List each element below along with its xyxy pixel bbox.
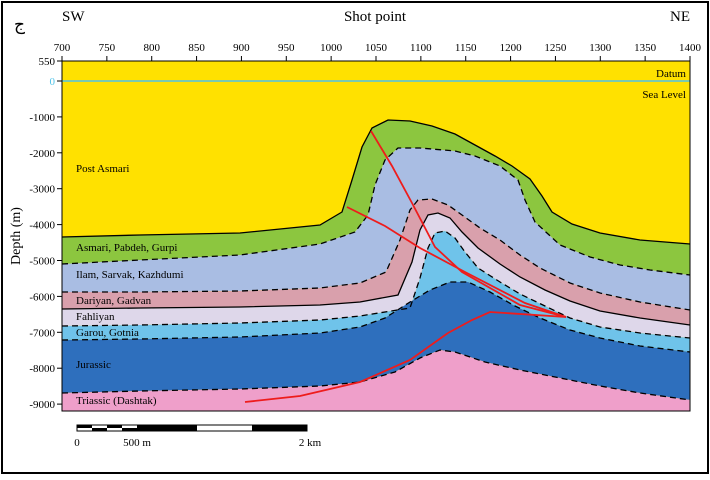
panel-label: ج [14,15,25,35]
fault-backthrust-upper [447,311,567,334]
scale-bar-mid: 500 m [123,437,151,449]
formation-label-ilam: Ilam, Sarvak, Kazhdumi [76,269,184,281]
left-tick-label: -7000 [29,327,55,339]
left-tick-marks [57,60,62,405]
layer-dariyan-band [62,199,690,325]
top-tick-label: 1200 [500,42,523,54]
scale-bar-end: 2 km [299,437,322,449]
scale-bar-seg [107,425,122,428]
scale-bar-seg [137,425,197,431]
formation-label-dariyan: Dariyan, Gadvan [76,295,152,307]
top-tick-label: 1350 [634,42,657,54]
top-tick-label: 1300 [589,42,612,54]
top-tick-label: 950 [278,42,295,54]
top-tick-label: 1100 [410,42,432,54]
sea-level-label: Sea Level [642,89,686,101]
left-tick-label: -6000 [29,291,55,303]
left-tick-label: 550 [39,56,56,68]
left-tick-label: -9000 [29,399,55,411]
left-tick-label: -3000 [29,184,55,196]
left-tick-label: 0 [50,76,56,88]
top-tick-labels: 700 750 800 850 900 950 1000 1050 1100 1150 1200 12… [54,42,702,54]
formation-label-garou: Garou, Gotnia [76,327,139,339]
top-tick-label: 850 [188,42,205,54]
left-axis-title: Depth (m) [9,207,24,265]
layer-garou-band [62,231,690,352]
top-tick-label: 750 [99,42,116,54]
scale-bar-seg [92,428,107,431]
formation-label-post-asmari: Post Asmari [76,163,129,175]
left-tick-label: -5000 [29,256,55,268]
left-tick-label: -4000 [29,220,55,232]
fault-main [370,130,567,318]
layer-asmari-band [62,120,690,275]
fault-lines [244,130,567,403]
direction-ne-label: NE [670,9,690,25]
left-tick-label: -2000 [29,148,55,160]
scale-bar-seg [252,425,307,431]
horizon-lines [61,119,691,401]
datum-label: Datum [656,68,686,80]
formation-label-asmari: Asmari, Pabdeh, Gurpi [76,242,177,254]
left-tick-label: -8000 [29,363,55,375]
layer-triassic-band [62,350,690,411]
scale-bar-seg [77,425,92,428]
scale-bar-seg [122,428,137,431]
direction-sw-label: SW [62,9,85,25]
layer-ilam-band [62,148,690,310]
top-tick-marks [61,56,691,61]
top-tick-label: 900 [233,42,250,54]
top-axis-title: Shot point [344,9,407,25]
formation-label-jurassic: Jurassic [76,359,111,371]
layer-jurassic-band [62,282,690,400]
left-tick-label: -1000 [29,112,55,124]
top-tick-label: 1400 [679,42,702,54]
fault-backthrust [244,332,449,403]
top-tick-label: 1150 [455,42,477,54]
formation-label-fahliyan: Fahliyan [76,311,115,323]
scale-bar: 0 500 m 2 km [74,424,322,449]
top-tick-label: 1000 [320,42,343,54]
left-tick-labels: 550 0 -1000 -2000 -3000 -4000 -5000 -6000 -7000 -… [29,56,55,411]
formation-label-triassic: Triassic (Dashtak) [76,395,157,407]
scale-bar-zero: 0 [74,437,80,449]
top-tick-label: 800 [143,42,160,54]
top-tick-label: 1050 [365,42,388,54]
top-tick-label: 1250 [544,42,567,54]
fault-secondary [346,206,567,318]
top-tick-label: 700 [54,42,71,54]
